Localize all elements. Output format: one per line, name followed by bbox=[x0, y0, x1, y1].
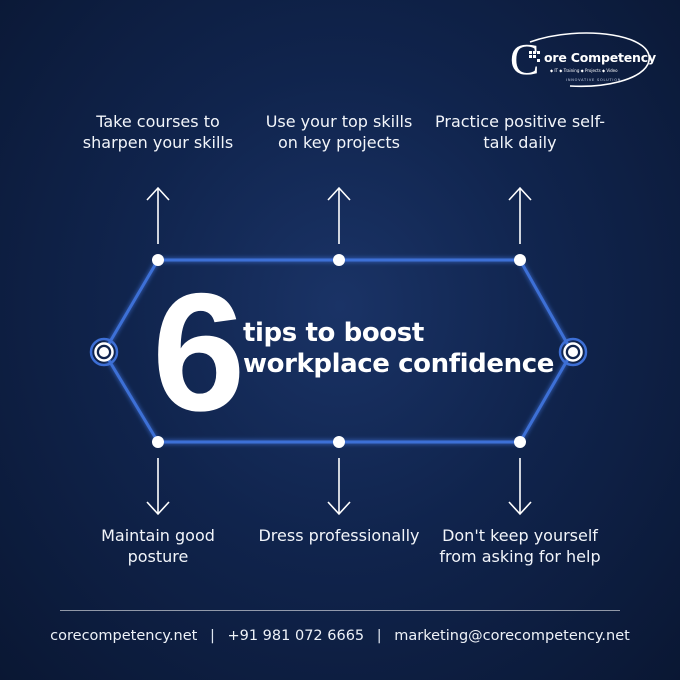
brand-services: ◆ IT ◆ Training ◆ Projects ◆ Video bbox=[550, 68, 618, 73]
node-bottom-3 bbox=[514, 436, 526, 448]
headline-line-2: workplace confidence bbox=[243, 349, 554, 379]
footer-separator: | bbox=[376, 628, 382, 644]
logo-swoosh-icon bbox=[529, 32, 650, 88]
tip-ask-for-help: Don't keep yourself from asking for help bbox=[439, 526, 601, 566]
headline-number: 6 bbox=[152, 258, 245, 446]
arrow-up-icon bbox=[508, 186, 532, 244]
tip-maintain-posture: Maintain good posture bbox=[101, 526, 215, 566]
headline-line-1: tips to boost bbox=[243, 318, 424, 348]
arrow-down-icon bbox=[508, 458, 532, 516]
node-bottom-2 bbox=[333, 436, 345, 448]
ring-node-left bbox=[89, 337, 119, 367]
arrow-down-icon bbox=[327, 458, 351, 516]
tip-positive-self-talk: Practice positive self-talk daily bbox=[435, 112, 605, 152]
ring-node-right bbox=[558, 337, 588, 367]
brand-tagline: INNOVATIVE SOLUTION bbox=[566, 78, 622, 82]
node-bottom-1 bbox=[152, 436, 164, 448]
footer-contact: corecompetency.net | +91 981 072 6665 | … bbox=[0, 628, 680, 644]
footer-divider bbox=[60, 610, 620, 611]
footer-email-link[interactable]: marketing@corecompetency.net bbox=[394, 628, 630, 644]
arrow-up-icon bbox=[146, 186, 170, 244]
headline-text: tips to boost workplace confidence bbox=[243, 318, 554, 380]
footer-phone[interactable]: +91 981 072 6665 bbox=[227, 628, 365, 644]
footer-website-link[interactable]: corecompetency.net bbox=[50, 628, 198, 644]
logo-pixel-icon bbox=[529, 51, 540, 62]
brand-logo: C ore Competency ◆ IT ◆ Training ◆ Proje… bbox=[510, 32, 660, 88]
footer-separator: | bbox=[209, 628, 215, 644]
arrow-down-icon bbox=[146, 458, 170, 516]
brand-name: ore Competency bbox=[544, 50, 656, 65]
node-top-3 bbox=[514, 254, 526, 266]
tip-use-top-skills: Use your top skills on key projects bbox=[265, 112, 413, 152]
node-top-2 bbox=[333, 254, 345, 266]
logo-letter: C bbox=[510, 35, 540, 84]
node-top-1 bbox=[152, 254, 164, 266]
tip-take-courses: Take courses to sharpen your skills bbox=[82, 112, 234, 152]
arrow-up-icon bbox=[327, 186, 351, 244]
tip-dress-professionally: Dress professionally bbox=[258, 526, 420, 545]
